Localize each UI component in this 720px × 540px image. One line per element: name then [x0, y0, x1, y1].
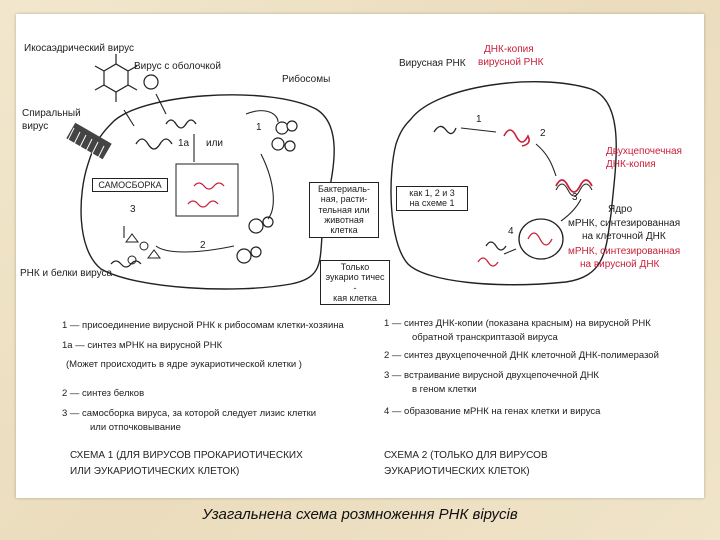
as-line-1: как 1, 2 и 3 [409, 188, 455, 198]
label-mrna-cell-2: на клеточной ДНК [582, 231, 666, 242]
legend-right-6: 4 — образование мРНК на генах клетки и в… [384, 406, 601, 417]
host-cell-box: Бактериаль- ная, расти- тельная или живо… [309, 182, 379, 238]
left-cell-membrane [80, 94, 335, 290]
double-strand-dna-red [555, 179, 593, 193]
label-step-2-left: 2 [200, 240, 206, 251]
legend-right-4: 3 — встраивание вирусной двухцепочечной … [384, 370, 599, 381]
scheme-1-title-2: ИЛИ ЭУКАРИОТИЧЕСКИХ КЛЕТОК) [70, 466, 240, 477]
legend-left-5: 3 — самосборка вируса, за которой следуе… [62, 408, 317, 419]
host-cell-line-3: тельная или [318, 204, 370, 215]
assembly-parts [125, 233, 161, 265]
label-helical-virus-2: вирус [22, 121, 49, 132]
host-cell-line-2: ная, расти- [320, 194, 368, 205]
label-nucleus: Ядро [608, 204, 633, 215]
mrna-synthesis-box [175, 163, 239, 217]
viral-rna-squiggle [135, 138, 173, 150]
right-cell-membrane [390, 81, 617, 286]
label-ds-dna-2: ДНК-копия [606, 159, 656, 170]
as-scheme-box: как 1, 2 и 3 на схеме 1 [396, 186, 468, 211]
diagram-drawing [66, 54, 617, 290]
as-line-2: на схеме 1 [409, 198, 455, 209]
legend-left-6: или отпочковывание [90, 422, 181, 433]
label-enveloped-virus: Вирус с оболочкой [134, 61, 221, 72]
label-step-1a: 1а [178, 138, 190, 149]
label-step-3-right: 3 [572, 192, 578, 203]
enveloped-virus-shape [143, 74, 159, 90]
scheme-2-title: СХЕМА 2 (ТОЛЬКО ДЛЯ ВИРУСОВ [384, 450, 548, 461]
label-dna-copy-2: вирусной РНК [478, 57, 544, 68]
scheme-2-title-2: ЭУКАРИОТИЧЕСКИХ КЛЕТОК) [384, 466, 530, 477]
label-icosahedral-virus: Икосаэдрический вирус [24, 43, 134, 54]
legend-right-5: в геном клетки [412, 384, 477, 395]
legend-left-2: 1а — синтез мРНК на вирусной РНК [62, 340, 223, 351]
icosahedral-virus-shape [94, 54, 138, 102]
label-step-3-left: 3 [130, 204, 136, 215]
label-step-2-right: 2 [540, 128, 546, 139]
diagram-panel: Икосаэдрический вирус Вирус с оболочкой … [16, 14, 704, 498]
label-ribosomes: Рибосомы [282, 74, 331, 85]
host-cell-line-4: животная [324, 215, 364, 226]
label-step-1: 1 [256, 122, 262, 133]
host-cell-line-1: Бактериаль- [318, 184, 370, 194]
label-mrna-cell: мРНК, синтезированная [568, 218, 681, 229]
label-step-1-right: 1 [476, 114, 482, 125]
mrna-red-squiggle [193, 182, 225, 190]
label-dna-copy: ДНК-копия [484, 44, 534, 55]
dna-copy-red [503, 129, 530, 147]
nucleus-shape [518, 218, 564, 260]
label-helical-virus: Спиральный [22, 108, 81, 119]
legend-left-3: (Может происходить в ядре эукариотическо… [66, 359, 302, 370]
scheme-1-title: СХЕМА 1 (ДЛЯ ВИРУСОВ ПРОКАРИОТИЧЕСКИХ [70, 450, 303, 461]
eukaryotic-line-1: Только [340, 262, 370, 272]
label-step-4: 4 [508, 226, 514, 237]
legend-left-4: 2 — синтез белков [62, 388, 145, 399]
eukaryotic-line-2: эукарио тичес - [325, 272, 385, 293]
label-rna-proteins: РНК и белки вируса [20, 268, 113, 279]
self-assembly-box: САМОСБОРКА [92, 178, 168, 193]
helical-virus-shape [66, 122, 112, 160]
label-mrna-virus: мРНК, синтезированная [568, 246, 681, 257]
eukaryotic-line-3: кая клетка [333, 293, 377, 304]
ribosome-shapes [236, 120, 298, 264]
legend-right-2: обратной транскриптазой вируса [412, 332, 558, 343]
label-viral-rna: Вирусная РНК [399, 58, 466, 69]
label-mrna-virus-2: на вирусной ДНК [580, 259, 660, 270]
eukaryotic-cell-box: Только эукарио тичес - кая клетка [320, 260, 390, 306]
slide-caption: Узагальнена схема розмноження РНК вірусі… [202, 506, 518, 523]
viral-rna-right [433, 125, 457, 135]
label-ds-dna: Двухцепочечная [606, 146, 682, 157]
legend-left-1: 1 — присоединение вирусной РНК к рибосом… [62, 320, 344, 331]
host-cell-line-5: клетка [330, 225, 358, 236]
legend-right-1: 1 — синтез ДНК-копии (показана красным) … [384, 318, 651, 329]
viral-rna-squiggle-2 [165, 119, 197, 129]
label-or: или [206, 138, 224, 149]
legend-right-3: 2 — синтез двухцепочечной ДНК клеточной … [384, 350, 659, 361]
